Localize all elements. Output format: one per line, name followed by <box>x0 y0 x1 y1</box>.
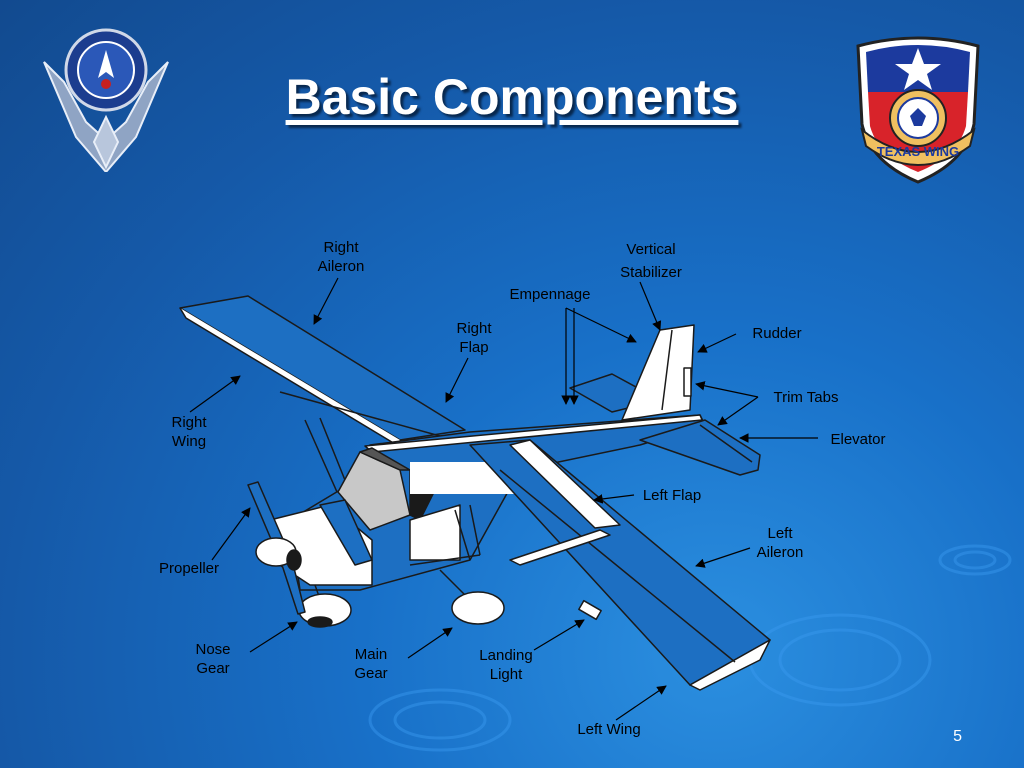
label-vertical-stabilizer: Vertical Stabilizer <box>620 241 682 281</box>
page-number: 5 <box>953 728 962 745</box>
arrow-right-aileron <box>313 277 339 325</box>
arrow-landing-light <box>533 619 585 651</box>
label-left-aileron: Left Aileron <box>756 525 804 561</box>
texas-wing-shield-logo: TEXAS WING <box>856 36 980 184</box>
arrow-empennage-a <box>565 307 637 343</box>
vertical-stabilizer <box>621 324 695 421</box>
left-wing-tip <box>689 639 771 691</box>
arrow-main-gear <box>407 627 453 659</box>
arrow-rudder <box>697 333 737 353</box>
arrow-propeller <box>211 507 251 561</box>
label-right-wing: Right Wing <box>171 414 207 450</box>
arrow-left-aileron <box>695 547 751 568</box>
label-right-aileron: Right Aileron <box>317 239 365 275</box>
label-rudder: Rudder <box>752 325 802 342</box>
label-landing-light: Landing Light <box>479 647 533 683</box>
slide-title: Basic Components <box>285 69 739 125</box>
arrow-left-wing <box>615 685 667 721</box>
elevator <box>639 419 761 476</box>
civil-air-patrol-air-force-logo <box>43 28 169 172</box>
label-main-gear: Main Gear <box>354 646 388 682</box>
texas-wing-logo-text: TEXAS WING <box>877 144 959 159</box>
main-gear-wheel <box>451 591 505 625</box>
arrow-left-flap <box>593 494 635 504</box>
windshield <box>337 451 411 531</box>
label-elevator: Elevator <box>830 431 886 448</box>
landing-light <box>578 599 602 621</box>
label-trim-tabs: Trim Tabs <box>773 389 839 406</box>
label-right-flap: Right Flap <box>456 320 492 356</box>
arrow-trim-tabs-b <box>717 396 759 426</box>
label-left-wing: Left Wing <box>577 721 641 738</box>
arrow-trim-tabs-a <box>695 381 759 398</box>
arrow-nose-gear <box>249 621 298 653</box>
arrow-right-flap <box>445 357 469 403</box>
label-nose-gear: Nose Gear <box>195 641 231 677</box>
trim-tab-rudder <box>683 367 692 397</box>
label-empennage: Empennage <box>509 286 591 303</box>
arrow-vertical-stabilizer <box>639 281 662 331</box>
right-wing <box>179 295 466 441</box>
label-propeller: Propeller <box>158 560 220 577</box>
arrow-right-wing <box>189 375 241 413</box>
label-left-flap: Left Flap <box>642 487 702 504</box>
